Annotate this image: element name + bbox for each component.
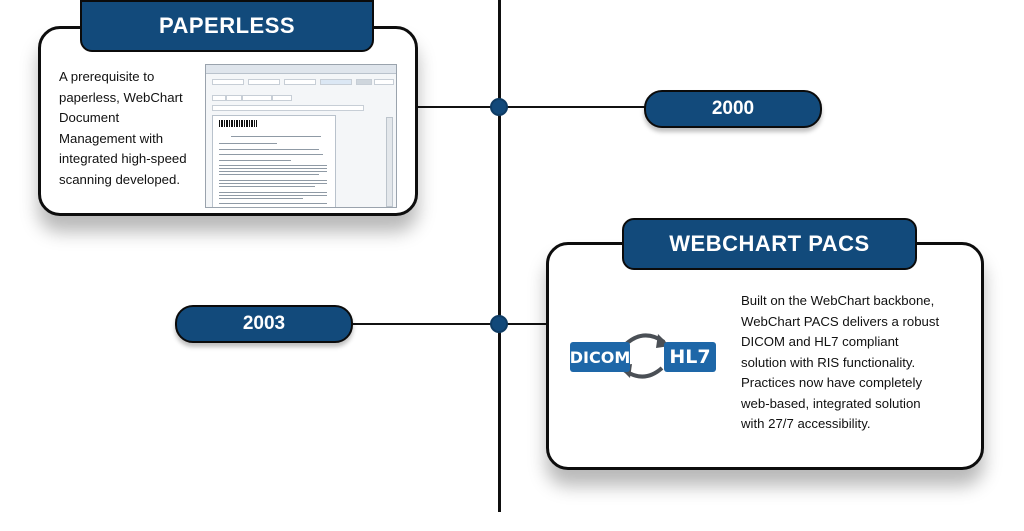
timeline-marker-2003: [490, 315, 508, 333]
screenshot-field: [284, 79, 316, 85]
text-line: [219, 154, 323, 155]
screenshot-titlebar: [206, 65, 396, 74]
screenshot-field: [320, 79, 352, 85]
text-line: [219, 180, 327, 181]
description-line: Management with: [59, 130, 164, 146]
description-line: paperless, WebChart: [59, 89, 183, 105]
text-line: [219, 168, 327, 169]
text-line: [219, 174, 319, 175]
dicom-badge: DICOM: [570, 342, 630, 372]
description-line: web-based, integrated solution: [741, 395, 921, 411]
text-line: [219, 183, 327, 184]
screenshot-tab: [226, 95, 242, 101]
connector-2000-left: [415, 106, 501, 108]
screenshot-field: [212, 79, 244, 85]
connector-2003-right: [500, 323, 550, 325]
screenshot-tab: [212, 95, 226, 101]
screenshot-toolbar: [212, 105, 364, 111]
description-line: integrated high-speed: [59, 151, 187, 166]
text-line: [219, 186, 315, 187]
screenshot-field: [356, 79, 372, 85]
description-line: scanning developed.: [59, 171, 180, 187]
text-line: [219, 195, 327, 196]
description-line: solution with RIS functionality.: [741, 354, 916, 370]
description-line: DICOM and HL7 compliant: [741, 334, 899, 349]
connector-2003-left: [352, 323, 500, 325]
document-management-screenshot: [205, 64, 397, 208]
connector-2000-right: [501, 106, 647, 108]
hl7-badge: HL7: [664, 342, 716, 372]
year-label-2003: 2003: [175, 305, 353, 343]
description-line: Built on the WebChart backbone,: [741, 293, 935, 308]
screenshot-field: [374, 79, 394, 85]
text-line: [219, 171, 327, 172]
event-title-paperless: PAPERLESS: [80, 0, 374, 52]
screenshot-tab: [272, 95, 292, 101]
event-description-paperless: A prerequisite to paperless, WebChart Do…: [59, 67, 204, 190]
timeline-marker-2000: [490, 98, 508, 116]
description-line: Practices now have completely: [741, 375, 923, 390]
text-line: [219, 198, 303, 199]
screenshot-scrollbar: [386, 117, 393, 207]
text-line: [231, 136, 321, 137]
text-line: [219, 160, 291, 161]
screenshot-document-page: [212, 115, 336, 207]
text-line: [219, 165, 327, 166]
year-label-2000: 2000: [644, 90, 822, 128]
event-title-webchart-pacs: WEBCHART PACS: [622, 218, 917, 270]
description-line: WebChart PACS delivers a robust: [741, 313, 940, 329]
timeline-axis: [498, 0, 501, 512]
description-line: Document: [59, 110, 120, 125]
dicom-hl7-exchange-icon: DICOM HL7: [570, 326, 718, 386]
description-line: with 27/7 accessibility.: [741, 416, 871, 431]
description-line: A prerequisite to: [59, 69, 155, 84]
text-line: [219, 149, 319, 150]
screenshot-tab: [242, 95, 272, 101]
barcode-graphic: [219, 120, 257, 127]
text-line: [219, 203, 327, 204]
screenshot-field: [248, 79, 280, 85]
text-line: [219, 143, 277, 144]
text-line: [219, 192, 327, 193]
event-description-webchart-pacs: Built on the WebChart backbone, WebChart…: [741, 291, 966, 435]
